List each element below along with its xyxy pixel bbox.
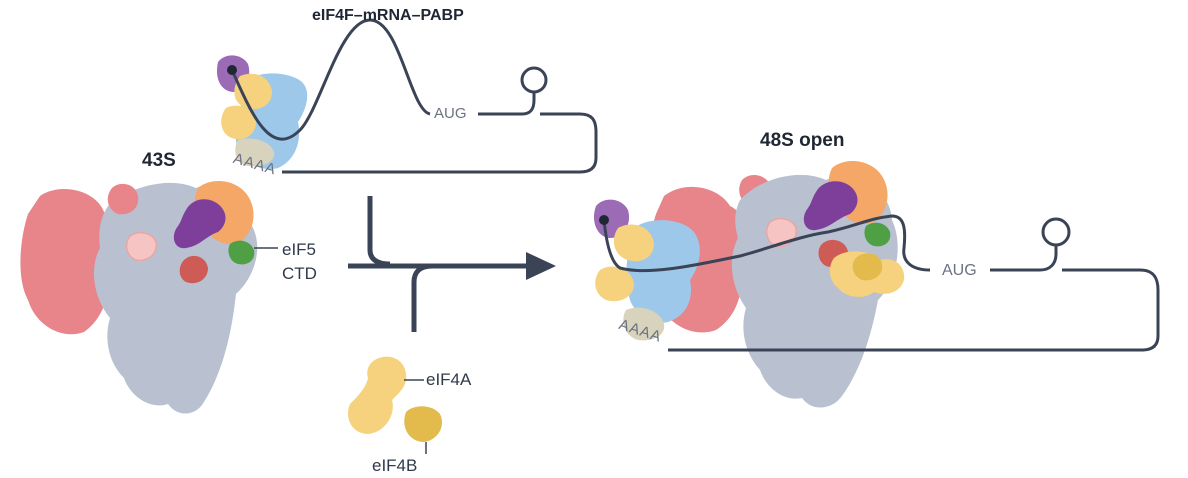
cap-dot-48s — [599, 215, 609, 225]
eif4a-label: eIF4A — [426, 370, 472, 389]
eif5-label: eIF5 — [282, 240, 317, 259]
cap-dot-top — [227, 65, 237, 75]
eif4b-48s-bound — [852, 253, 883, 281]
arrow-head — [526, 252, 556, 280]
43s-label: 43S — [142, 150, 176, 171]
stem-loop-top — [520, 66, 548, 94]
free-factors — [348, 356, 443, 454]
mrna-48s-loop-back — [668, 268, 1160, 352]
48s-open-complex — [593, 161, 1160, 408]
eif2-shape-43s — [179, 255, 208, 284]
eif4f-mrna-pabp-complex — [216, 18, 598, 174]
eif1-shape-43s — [107, 183, 139, 215]
pabp-shape — [235, 138, 275, 167]
eif3-purple-48s — [803, 181, 858, 231]
eif1a-shape-48s — [765, 217, 797, 248]
eif5-ctd-43s — [228, 240, 255, 265]
arrow-input-from-top — [367, 196, 391, 267]
43s-complex — [20, 181, 278, 414]
pabp-48s — [623, 307, 665, 341]
aug-label-top: AUG — [434, 105, 467, 122]
mrna-top — [230, 18, 431, 141]
mrna-48s-3prime — [990, 246, 1058, 272]
eif3-purple-43s — [173, 199, 226, 249]
large-subunit-43s — [20, 189, 116, 335]
mrna-top-3prime — [478, 92, 536, 116]
48s-open-label: 48S open — [760, 130, 845, 151]
eif4a-48s-2 — [595, 266, 634, 302]
eif4a-shape-top2 — [221, 105, 256, 140]
eif5-ctd-48s — [864, 222, 891, 247]
aug-label-48s: AUG — [942, 262, 977, 279]
eif1a-shape-43s — [125, 231, 157, 262]
stem-loop-48s — [1041, 217, 1071, 247]
mrna-48s — [602, 214, 931, 273]
arrow-input-from-bottom — [411, 263, 433, 332]
reaction-arrow — [348, 196, 556, 332]
eif4f-mrna-pabp-label: eIF4F–mRNA–PABP — [312, 7, 464, 24]
mrna-top-loop-back — [282, 112, 598, 174]
eif4a-48s-1 — [613, 224, 654, 262]
eif4b-label: eIF4B — [372, 456, 418, 475]
eif4b-free-shape — [404, 406, 443, 442]
ctd-label: CTD — [282, 264, 317, 283]
eif4a-free-shape — [348, 356, 407, 434]
eif4a-shape-top — [234, 73, 272, 110]
